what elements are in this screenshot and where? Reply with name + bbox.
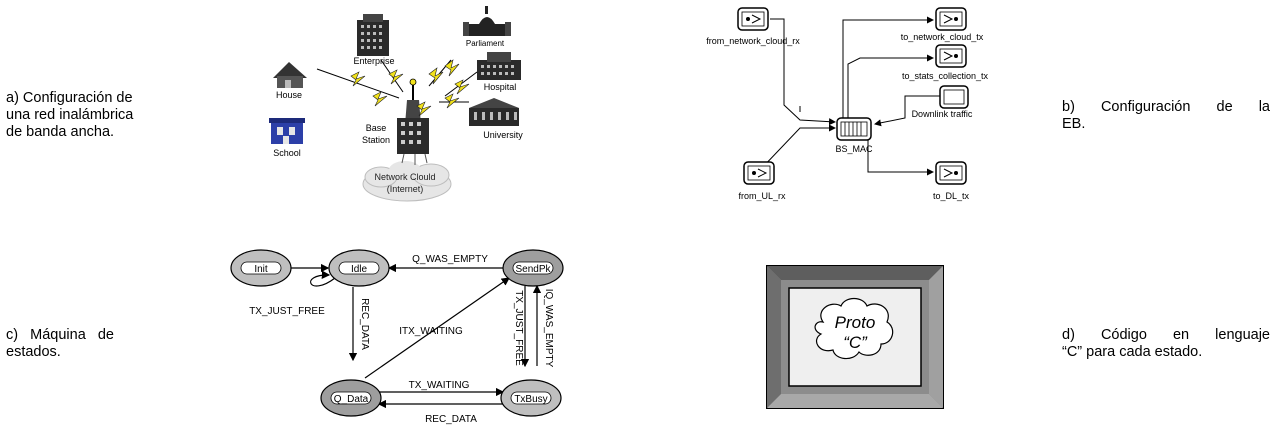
eb-diagram: from_network_cloud_rx to_network_cloud_t… xyxy=(706,7,989,201)
state-idle-label: Idle xyxy=(351,264,368,275)
enterprise-label: Enterprise xyxy=(353,56,394,66)
from-ul-label: from_UL_rx xyxy=(738,191,786,201)
caption-a: a) Configuración de una red inalámbrica … xyxy=(6,90,176,141)
state-sendpk[interactable] xyxy=(502,249,564,287)
network-diagram: Network Clould (Internet) Base Station P… xyxy=(269,6,523,202)
state-init-label: Init xyxy=(254,264,268,275)
caption-d: d) Código en lenguaje “C” para cada esta… xyxy=(1062,327,1270,361)
caption-c: c) Máquina de estados. xyxy=(6,327,176,361)
caption-b: b) Configuración de la EB. xyxy=(1062,99,1270,133)
base-station-icon xyxy=(397,78,429,165)
caption-c-line1: c) Máquina de xyxy=(6,327,114,343)
cloud-shape xyxy=(814,297,894,360)
proto-c-frame: Proto “C” xyxy=(766,265,944,409)
state-txbusy[interactable] xyxy=(500,379,562,417)
from-network-label: from_network_cloud_rx xyxy=(706,36,800,46)
label-rec-data-bottom: REC_DATA xyxy=(425,414,477,425)
parliament-label: Parliament xyxy=(466,39,505,48)
from-network-node[interactable] xyxy=(737,7,769,31)
university-label: University xyxy=(483,130,523,140)
house-label: House xyxy=(276,90,302,100)
label-q-was-empty-top: Q_WAS_EMPTY xyxy=(412,254,488,265)
wireless-links xyxy=(316,59,478,103)
proto-text-2: “C” xyxy=(843,333,868,352)
label-rec-data-vert: REC_DATA xyxy=(359,298,370,350)
school-icon xyxy=(269,118,305,144)
cloud-label-2: (Internet) xyxy=(387,184,424,194)
bs-mac-label: BS_MAC xyxy=(835,144,873,154)
label-tx-just-free-loop: TX_JUST_FREE xyxy=(249,306,325,317)
hospital-label: Hospital xyxy=(484,82,517,92)
to-network-node[interactable] xyxy=(935,7,967,31)
state-qdata[interactable] xyxy=(320,379,382,417)
caption-a-line3: de banda ancha. xyxy=(6,124,115,140)
state-init[interactable] xyxy=(230,249,292,287)
cloud-icon xyxy=(362,161,452,202)
parliament-icon xyxy=(463,6,511,36)
caption-c-line2: estados. xyxy=(6,344,61,360)
base-station-label-2: Station xyxy=(362,135,390,145)
cloud-label-1: Network Clould xyxy=(374,172,435,182)
downlink-label: Downlink traffic xyxy=(912,109,973,119)
hospital-icon xyxy=(477,52,521,80)
lightning-icons xyxy=(350,59,470,117)
label-itx-waiting: ITX_WAITING xyxy=(399,326,463,337)
label-tx-just-free-vert: TX_JUST_FREE xyxy=(513,290,524,366)
caption-a-line1: a) Configuración de xyxy=(6,90,133,106)
university-icon xyxy=(469,98,519,126)
to-network-label: to_network_cloud_tx xyxy=(901,32,984,42)
house-icon xyxy=(273,62,307,88)
bs-mac-node[interactable] xyxy=(836,117,872,141)
caption-b-line2: EB. xyxy=(1062,116,1086,132)
to-dl-node[interactable] xyxy=(935,161,967,185)
caption-d-line2: “C” para cada estado. xyxy=(1062,344,1203,360)
downlink-node[interactable] xyxy=(939,85,969,109)
label-q-was-empty-vert: IQ_WAS_EMPTY xyxy=(543,289,554,368)
state-sendpk-label: SendPk xyxy=(515,264,551,275)
fsm-diagram: Init Idle SendPk Q_Data TxBusy Q_WAS_EMP… xyxy=(230,249,564,425)
state-idle[interactable] xyxy=(328,249,390,287)
state-txbusy-label: TxBusy xyxy=(514,394,547,405)
from-ul-node[interactable] xyxy=(743,161,775,185)
base-station-label-1: Base xyxy=(366,123,387,133)
to-stats-label: to_stats_collection_tx xyxy=(902,71,989,81)
to-dl-label: to_DL_tx xyxy=(933,191,970,201)
school-label: School xyxy=(273,148,301,158)
enterprise-icon xyxy=(357,14,389,56)
proto-text-1: Proto xyxy=(835,313,876,332)
to-stats-node[interactable] xyxy=(935,44,967,68)
label-tx-waiting: TX_WAITING xyxy=(409,380,470,391)
caption-a-line2: una red inalámbrica xyxy=(6,107,134,123)
state-qdata-label: Q_Data xyxy=(334,394,369,405)
caption-d-line1: d) Código en lenguaje xyxy=(1062,327,1270,343)
caption-b-line1: b) Configuración de la xyxy=(1062,99,1270,115)
